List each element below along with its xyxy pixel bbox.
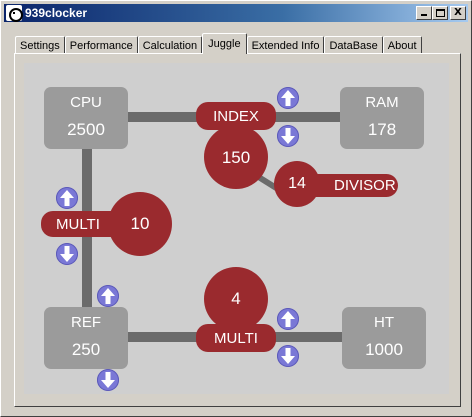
ht-multi-pill: MULTI bbox=[196, 324, 276, 352]
ram-down-button[interactable] bbox=[277, 125, 299, 147]
arrow-down-icon bbox=[281, 128, 295, 144]
maximize-icon bbox=[436, 9, 445, 17]
ht-up-button[interactable] bbox=[277, 308, 299, 330]
arrow-down-icon bbox=[60, 246, 74, 262]
cpu-value: 2500 bbox=[67, 120, 105, 139]
ht-multi-value-circle: 4 bbox=[204, 267, 268, 331]
ref-value: 250 bbox=[71, 340, 101, 359]
divisor-value-circle: 14 bbox=[274, 161, 320, 207]
divisor-pill: DIVISOR bbox=[294, 174, 398, 197]
tab-performance[interactable]: Performance bbox=[64, 36, 138, 54]
window-controls: X bbox=[416, 6, 466, 20]
ht-multi-value: 4 bbox=[231, 289, 241, 308]
arrow-up-icon bbox=[281, 90, 295, 106]
divisor-label: DIVISOR bbox=[334, 177, 396, 194]
tab-extended-info[interactable]: Extended Info bbox=[246, 36, 325, 54]
cpu-multi-value-circle: 10 bbox=[108, 192, 172, 256]
ref-up-button[interactable] bbox=[97, 285, 119, 307]
maximize-button[interactable] bbox=[432, 6, 448, 20]
tab-about[interactable]: About bbox=[382, 36, 422, 54]
cpu-box: CPU 2500 bbox=[44, 87, 128, 149]
ht-label: HT bbox=[374, 314, 394, 331]
ram-value: 178 bbox=[367, 120, 397, 139]
ht-multi-label: MULTI bbox=[214, 329, 258, 347]
juggle-canvas: CPU 2500 RAM 178 REF 250 HT 1000 150 IND… bbox=[24, 63, 449, 394]
ram-up-button[interactable] bbox=[277, 87, 299, 109]
ram-label: RAM bbox=[365, 94, 399, 111]
minimize-icon bbox=[421, 14, 427, 16]
tab-settings[interactable]: Settings bbox=[15, 36, 65, 54]
window-title: 939clocker bbox=[25, 6, 88, 20]
ht-box: HT 1000 bbox=[342, 307, 426, 369]
index-pill: INDEX bbox=[196, 102, 276, 130]
ht-value: 1000 bbox=[365, 340, 403, 359]
close-button[interactable]: X bbox=[450, 6, 466, 20]
arrow-up-icon bbox=[101, 288, 115, 304]
ram-box: RAM 178 bbox=[340, 87, 424, 149]
tab-strip: Settings Performance Calculation Juggle … bbox=[15, 33, 422, 54]
cpu-label: CPU bbox=[70, 94, 102, 111]
index-value: 150 bbox=[221, 148, 251, 167]
close-icon: X bbox=[454, 7, 462, 18]
cpu-multi-down-button[interactable] bbox=[56, 243, 78, 265]
tab-database[interactable]: DataBase bbox=[324, 36, 383, 54]
ht-down-button[interactable] bbox=[277, 345, 299, 367]
index-label: INDEX bbox=[213, 107, 259, 125]
minimize-button[interactable] bbox=[416, 6, 432, 20]
ref-down-button[interactable] bbox=[97, 369, 119, 391]
clock-icon[interactable] bbox=[6, 5, 23, 22]
tab-juggle[interactable]: Juggle bbox=[202, 33, 247, 54]
cpu-multi-up-button[interactable] bbox=[56, 187, 78, 209]
cpu-multi-label: MULTI bbox=[56, 215, 100, 233]
tab-calculation[interactable]: Calculation bbox=[137, 36, 203, 54]
ref-box: REF 250 bbox=[44, 307, 128, 369]
arrow-up-icon bbox=[281, 311, 295, 327]
arrow-down-icon bbox=[101, 372, 115, 388]
cpu-multi-value: 10 bbox=[130, 214, 150, 233]
arrow-up-icon bbox=[60, 190, 74, 206]
title-bar[interactable]: 939clocker X bbox=[4, 4, 468, 22]
index-value-circle: 150 bbox=[204, 125, 268, 189]
divisor-value: 14 bbox=[288, 175, 306, 192]
ref-label: REF bbox=[71, 314, 101, 331]
arrow-down-icon bbox=[281, 348, 295, 364]
